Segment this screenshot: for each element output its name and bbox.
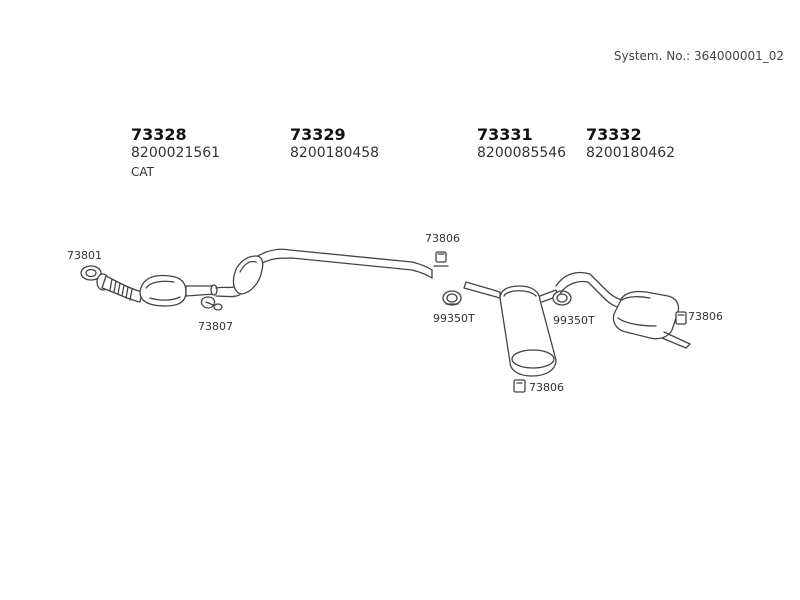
catalyst-note: CAT [131,165,154,179]
connecting-pipe [463,281,501,299]
part-number-intermediate-pipe: 73329 [290,125,346,144]
gasket-73801 [80,265,102,281]
hanger-73806-mid [433,251,449,267]
clamp-73807 [200,296,223,311]
callout-gasket: 73801 [67,249,102,262]
front-pipe-73328 [96,273,218,307]
part-number-rear-muffler: 73332 [586,125,642,144]
callout-clamp-left: 99350T [433,312,475,325]
callout-clamp-front: 73807 [198,320,233,333]
callout-hanger-rear: 73806 [688,310,723,323]
clamp-99350T-left [442,290,462,306]
part-number-middle-muffler: 73331 [477,125,533,144]
rear-muffler-73332 [555,271,691,349]
intermediate-pipe-73329 [215,248,433,298]
hanger-73806-middle-muffler [513,379,526,393]
oe-number-intermediate-pipe: 8200180458 [290,145,380,161]
hanger-73806-rear [675,311,687,325]
clamp-99350T-right [552,290,572,306]
oe-number-middle-muffler: 8200085546 [477,145,567,161]
oe-number-front-pipe: 8200021561 [131,145,221,161]
middle-muffler-73331 [499,285,559,377]
part-number-front-pipe: 73328 [131,125,187,144]
callout-clamp-right: 99350T [553,314,595,327]
callout-hanger-mid: 73806 [425,232,460,245]
callout-hanger-middle-muffler: 73806 [529,381,564,394]
system-number: System. No.: 364000001_02 [613,49,784,63]
oe-number-rear-muffler: 8200180462 [586,145,676,161]
